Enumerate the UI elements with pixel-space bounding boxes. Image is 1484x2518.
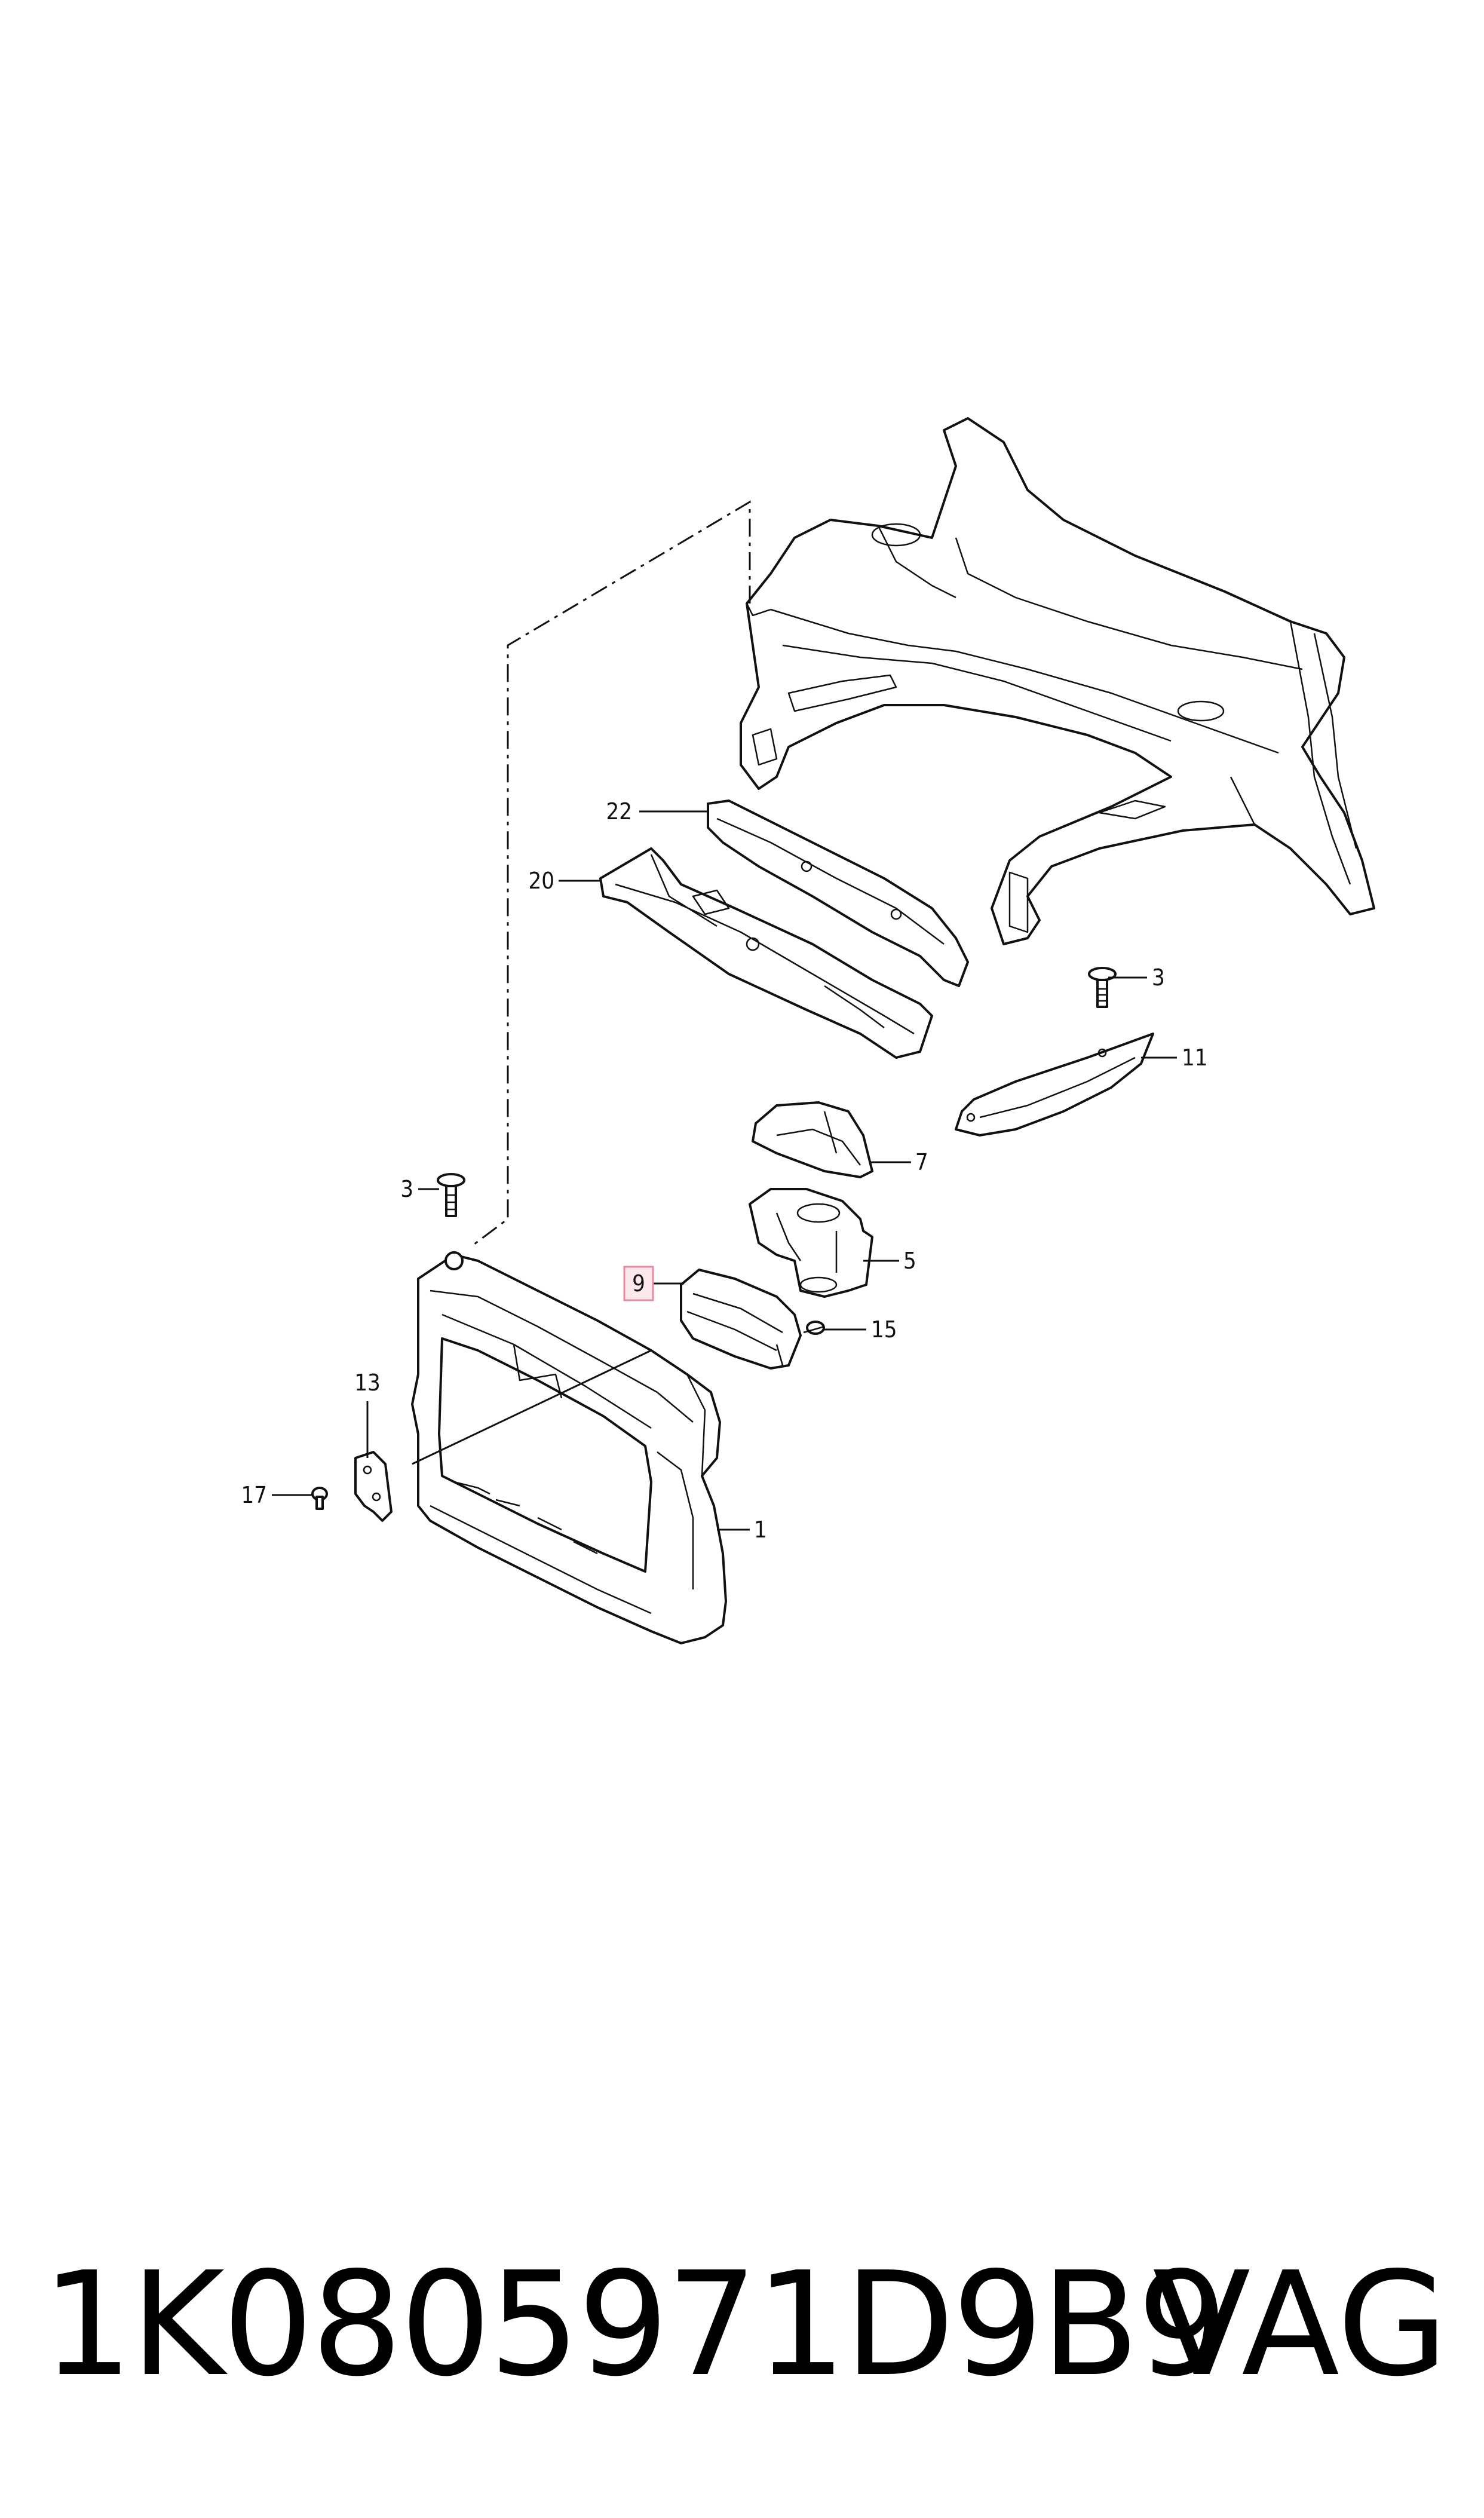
callout-22: 22 — [606, 798, 633, 825]
part-20-lock-carrier-beam — [599, 847, 933, 1059]
screw-3-lower — [437, 1173, 465, 1217]
vehicle-front-structure — [740, 417, 1375, 945]
installation-guide-line — [471, 500, 751, 1247]
part-11-cover-panel — [955, 1033, 1154, 1137]
callout-9: 9 — [632, 1270, 645, 1297]
callout-3-lower: 3 — [400, 1176, 413, 1202]
screw-15 — [803, 1321, 825, 1335]
part-7-air-guide — [752, 1101, 873, 1178]
callout-17: 17 — [241, 1482, 268, 1508]
part-9-air-duct — [680, 1269, 802, 1370]
callout-7: 7 — [915, 1149, 928, 1175]
brand-label: VAG — [1152, 2241, 1448, 2408]
callout-5: 5 — [903, 1248, 916, 1274]
callout-13: 13 — [354, 1370, 381, 1396]
callout-11: 11 — [1182, 1044, 1208, 1071]
part-22-upper-cross-member — [707, 799, 969, 987]
part-number-label: 1K0805971D9B9 — [42, 2241, 1228, 2408]
callout-3-upper: 3 — [1152, 964, 1165, 991]
highlight-box-part-9 — [623, 1266, 654, 1301]
leader-lines — [272, 810, 1177, 1531]
callout-15: 15 — [871, 1316, 897, 1343]
screw-17 — [311, 1487, 328, 1510]
part-1-lock-carrier-frame — [411, 1251, 727, 1644]
part-13-bracket — [354, 1451, 393, 1522]
screw-3-upper — [1088, 967, 1117, 1008]
part-5-bracket-housing — [749, 1188, 873, 1298]
callout-1: 1 — [754, 1517, 767, 1543]
callout-20: 20 — [529, 868, 555, 894]
